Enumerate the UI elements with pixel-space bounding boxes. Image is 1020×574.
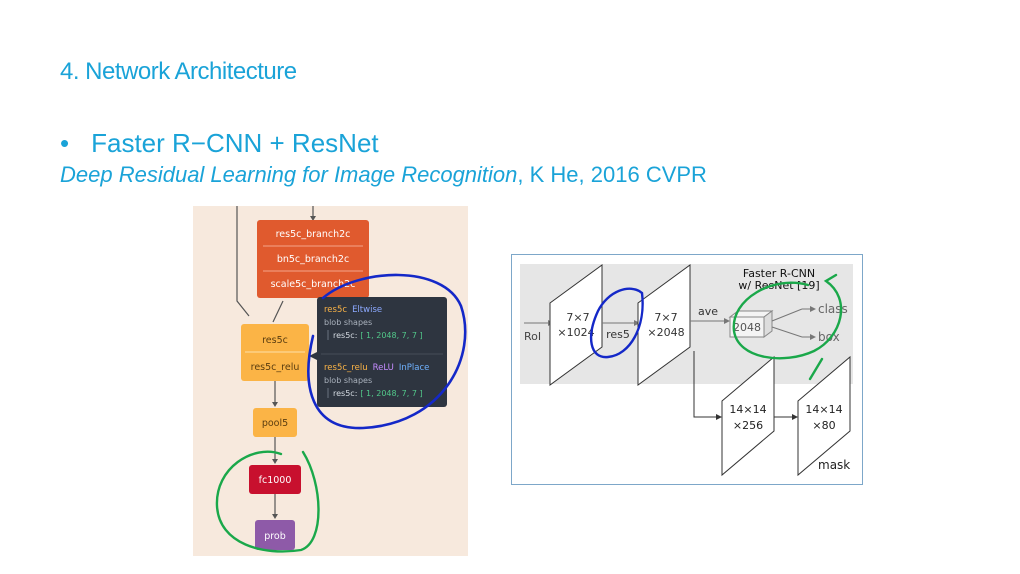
arrow bbox=[771, 326, 803, 338]
branch-node-block bbox=[257, 220, 369, 298]
network-graph-svg: res5c_branch2c bn5c_branch2c scale5c_bra… bbox=[215, 206, 467, 553]
node-res5c-relu[interactable]: res5c_relu bbox=[251, 362, 300, 373]
citation-authors: , K He, 2016 CVPR bbox=[517, 162, 707, 187]
slab1-line2: ×1024 bbox=[557, 326, 594, 339]
mask-branch-arrow bbox=[693, 351, 718, 418]
slab2-line1: 7×7 bbox=[654, 311, 677, 324]
arrow-head-icon bbox=[272, 459, 278, 464]
tooltip-pointer-icon bbox=[309, 352, 317, 360]
tooltip-blob-shapes-1: blob shapes bbox=[324, 318, 372, 327]
node-prob-label: prob bbox=[264, 531, 286, 542]
node-bn5c-branch2c[interactable]: bn5c_branch2c bbox=[277, 254, 349, 265]
mask-slab1-line2: ×256 bbox=[733, 419, 763, 432]
slab2-line2: ×2048 bbox=[647, 326, 684, 339]
bullet-text: Faster R−CNN + ResNet bbox=[91, 128, 379, 158]
slide-title: 4. Network Architecture bbox=[60, 58, 297, 85]
class-output-label: class bbox=[818, 302, 848, 316]
node-scale5c-branch2c[interactable]: scale5c_branch2c bbox=[271, 279, 356, 290]
feature-slab-2 bbox=[637, 264, 691, 386]
citation: Deep Residual Learning for Image Recogni… bbox=[60, 162, 707, 188]
arrow-head-icon bbox=[272, 402, 278, 407]
bullet-item: • Faster R−CNN + ResNet bbox=[60, 128, 379, 159]
arrow-head-icon bbox=[792, 414, 798, 420]
pool5-node[interactable] bbox=[253, 408, 297, 437]
vector-front bbox=[729, 316, 765, 338]
bullet-dot-icon: • bbox=[60, 128, 70, 158]
blue-ink-circle-annotation bbox=[590, 287, 644, 359]
header-line1: Faster R-CNN bbox=[743, 267, 815, 280]
node-fc1000-label: fc1000 bbox=[259, 475, 292, 486]
res5-label: res5 bbox=[606, 328, 630, 341]
node-pool5-label: pool5 bbox=[262, 418, 288, 429]
tooltip-shape-2: res5c:[ 1, 2048, 7, 7 ] bbox=[333, 389, 423, 398]
network-graph-figure: res5c_branch2c bn5c_branch2c scale5c_bra… bbox=[193, 206, 468, 556]
prob-node[interactable] bbox=[255, 520, 295, 550]
node-res5c[interactable]: res5c bbox=[262, 335, 288, 346]
green-ink-circle-annotation bbox=[732, 273, 843, 381]
mask-slab2-line2: ×80 bbox=[812, 419, 835, 432]
citation-paper-title: Deep Residual Learning for Image Recogni… bbox=[60, 162, 518, 187]
mask-slab1-line1: 14×14 bbox=[729, 403, 766, 416]
node-res5c-branch2c[interactable]: res5c_branch2c bbox=[276, 229, 351, 240]
box-output-label: box bbox=[818, 330, 840, 344]
arrow-head-icon bbox=[310, 216, 316, 221]
mask-slab-2 bbox=[797, 355, 851, 477]
arrow-head-icon bbox=[810, 306, 816, 312]
arrow-head-icon bbox=[272, 514, 278, 519]
feature-slab-1 bbox=[549, 264, 603, 386]
tooltip-shape-1: res5c:[ 1, 2048, 7, 7 ] bbox=[333, 331, 423, 340]
edge-shortcut bbox=[236, 206, 250, 317]
mask-slab-1 bbox=[721, 355, 775, 477]
mask-slab2-line1: 14×14 bbox=[805, 403, 842, 416]
edge bbox=[272, 300, 284, 323]
fc1000-node[interactable] bbox=[249, 465, 301, 494]
ave-label: ave bbox=[698, 305, 718, 318]
green-ink-circle-annotation bbox=[215, 450, 320, 553]
arrow-head-icon bbox=[716, 414, 722, 420]
arrow-head-icon bbox=[634, 320, 640, 326]
faster-rcnn-head-svg: Faster R-CNN w/ ResNet [19] RoI 7×7 ×102… bbox=[520, 264, 853, 477]
arrow bbox=[771, 308, 803, 322]
arrow-head-icon bbox=[724, 318, 730, 324]
tooltip-panel bbox=[317, 297, 447, 407]
arrow-head-icon bbox=[810, 334, 816, 340]
blue-ink-circle-annotation bbox=[307, 273, 467, 430]
tooltip-blob-shapes-2: blob shapes bbox=[324, 376, 372, 385]
roi-label: RoI bbox=[524, 330, 541, 343]
slab1-line1: 7×7 bbox=[566, 311, 589, 324]
faster-rcnn-head-figure: Faster R-CNN w/ ResNet [19] RoI 7×7 ×102… bbox=[511, 254, 863, 485]
vector-label: 2048 bbox=[733, 321, 761, 334]
mask-label: mask bbox=[818, 458, 850, 472]
